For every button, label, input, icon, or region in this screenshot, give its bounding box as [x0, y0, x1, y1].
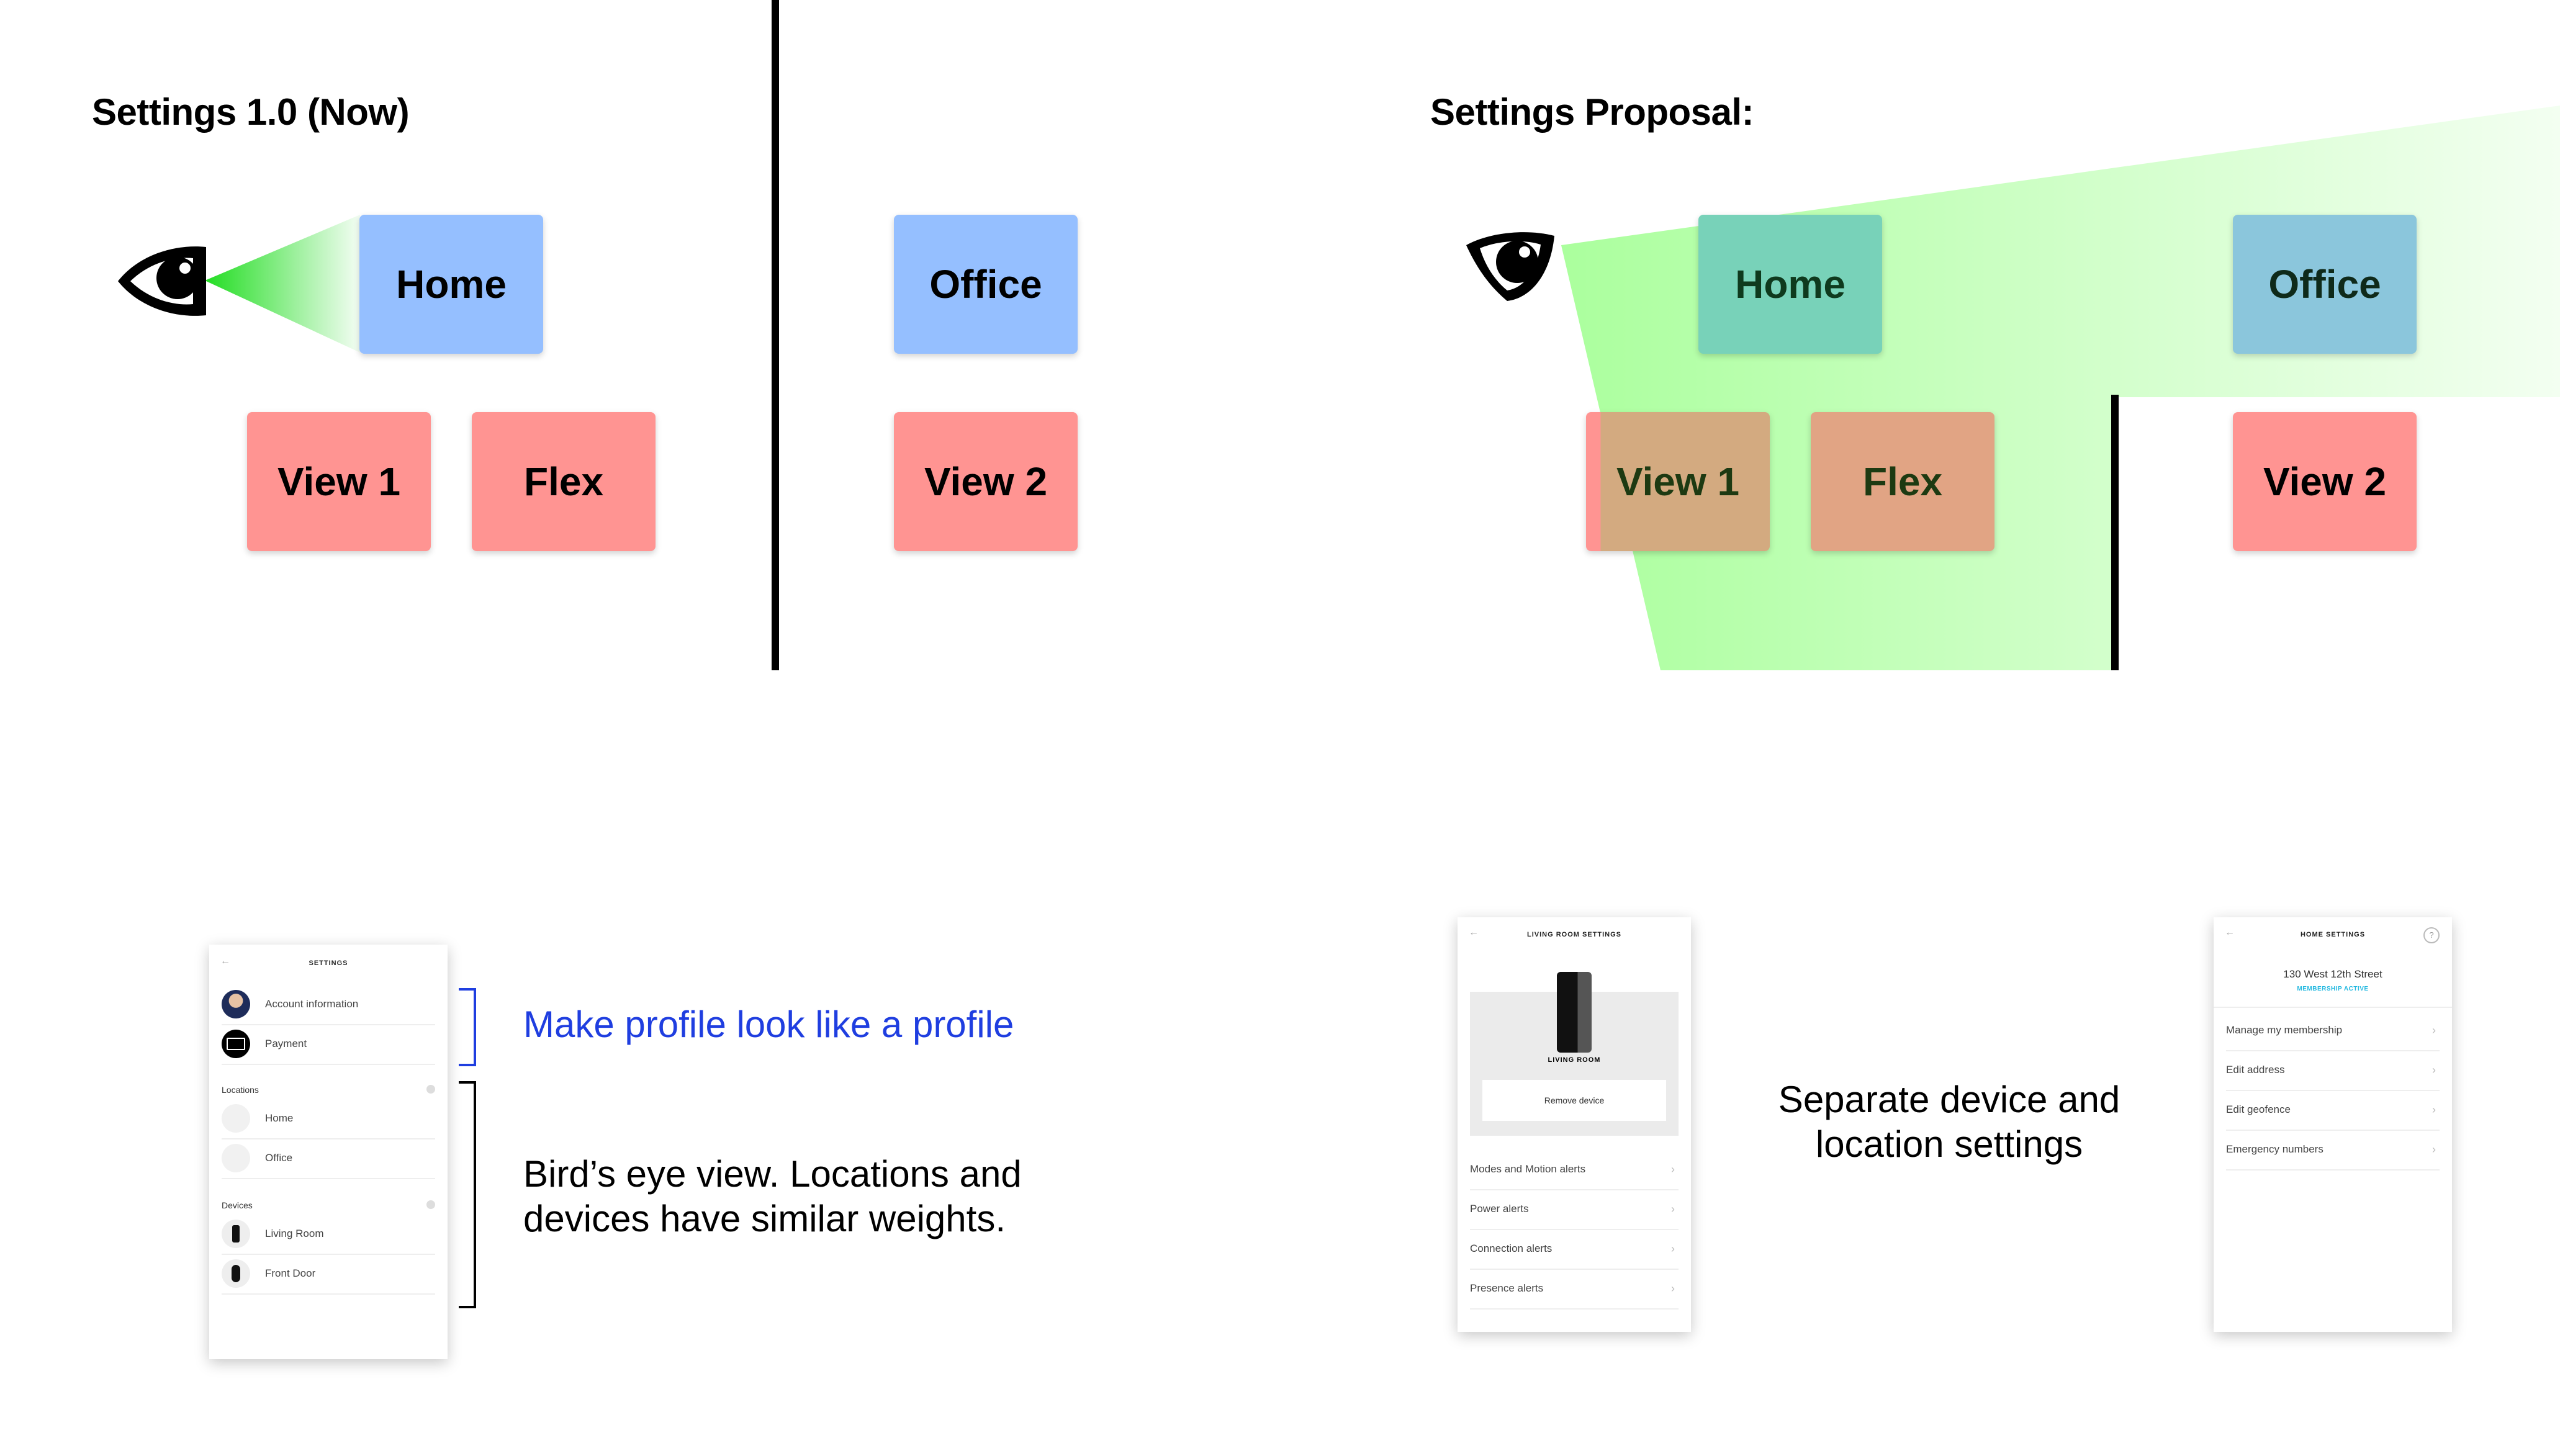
alert-row[interactable]: Connection alerts›	[1470, 1229, 1679, 1270]
home-settings-row[interactable]: Manage my membership›	[2226, 1010, 2440, 1051]
office-location-box: Office	[894, 215, 1078, 354]
payment-card-icon	[222, 1030, 250, 1058]
home-settings-row[interactable]: Emergency numbers›	[2226, 1130, 2440, 1171]
chevron-right-icon: ›	[2432, 1143, 2436, 1156]
account-information-label: Account information	[265, 998, 359, 1010]
separate-note-line: location settings	[1815, 1123, 2083, 1165]
device-front-door-row[interactable]: Front Door	[222, 1254, 435, 1295]
settings-now-title: Settings 1.0 (Now)	[92, 91, 410, 133]
profile-bracket	[459, 988, 476, 1066]
chevron-right-icon: ›	[1671, 1202, 1675, 1215]
divider-line-proposal	[2111, 395, 2119, 670]
home-settings-mockup: ← HOME SETTINGS ? 130 West 12th Street M…	[2214, 917, 2452, 1332]
eye-icon	[1466, 232, 1554, 301]
address-text: 130 West 12th Street	[2283, 968, 2382, 980]
living-room-settings-mockup: ← LIVING ROOM SETTINGS LIVING ROOM Remov…	[1458, 917, 1691, 1332]
home-settings-screen-title: HOME SETTINGS	[2300, 931, 2366, 938]
chevron-right-icon: ›	[2432, 1103, 2436, 1116]
birds-eye-note: Bird’s eye view. Locations and devices h…	[523, 1152, 1022, 1241]
home-settings-row[interactable]: Edit address›	[2226, 1050, 2440, 1091]
map-thumbnail-icon	[222, 1104, 250, 1133]
location-home-row[interactable]: Home	[222, 1099, 435, 1139]
devices-header: Devices	[222, 1200, 435, 1210]
view1-box-proposal: View 1	[1586, 412, 1770, 551]
view2-box: View 2	[894, 412, 1078, 551]
alert-row[interactable]: Power alerts›	[1470, 1189, 1679, 1230]
back-arrow-icon[interactable]: ←	[220, 956, 230, 966]
birds-eye-note-line: Bird’s eye view. Locations and	[523, 1153, 1022, 1195]
location-office-row[interactable]: Office	[222, 1138, 435, 1179]
view2-box-proposal: View 2	[2233, 412, 2417, 551]
living-room-screen-title: LIVING ROOM SETTINGS	[1526, 931, 1621, 938]
add-location-icon[interactable]	[426, 1085, 435, 1094]
camera-device-icon	[222, 1259, 250, 1288]
flex-box-proposal: Flex	[1811, 412, 1994, 551]
device-label: Front Door	[265, 1267, 316, 1279]
device-label: LIVING ROOM	[1548, 1056, 1601, 1064]
back-arrow-icon[interactable]: ←	[1469, 927, 1479, 938]
payment-row[interactable]: Payment	[222, 1024, 435, 1065]
home-location-box: Home	[359, 215, 543, 354]
settings-screen-title: SETTINGS	[309, 959, 348, 967]
view1-box: View 1	[247, 412, 431, 551]
account-information-row[interactable]: Account information	[222, 984, 435, 1025]
camera-device-icon	[1557, 972, 1592, 1053]
right-vision-cone	[1561, 106, 2560, 670]
help-icon[interactable]: ?	[2423, 927, 2440, 943]
membership-status-badge: MEMBERSHIP ACTIVE	[2297, 986, 2369, 992]
payment-label: Payment	[265, 1038, 307, 1049]
alert-row[interactable]: Modes and Motion alerts›	[1470, 1149, 1679, 1190]
locations-header: Locations	[222, 1085, 435, 1095]
avatar	[222, 990, 250, 1018]
remove-device-button[interactable]: Remove device	[1482, 1080, 1666, 1121]
birds-eye-note-line: devices have similar weights.	[523, 1198, 1006, 1239]
chevron-right-icon: ›	[1671, 1162, 1675, 1175]
location-label: Office	[265, 1152, 293, 1164]
location-label: Home	[265, 1112, 294, 1124]
left-vision-cone	[205, 215, 360, 353]
separate-note-line: Separate device and	[1778, 1079, 2121, 1120]
device-label: Living Room	[265, 1228, 324, 1239]
device-hero-panel: LIVING ROOM Remove device	[1470, 972, 1679, 1136]
birds-eye-bracket	[459, 1081, 476, 1308]
divider	[2214, 1007, 2452, 1008]
chevron-right-icon: ›	[2432, 1063, 2436, 1076]
chevron-right-icon: ›	[1671, 1282, 1675, 1295]
office-location-box-proposal: Office	[2233, 215, 2417, 354]
eye-icon	[118, 246, 206, 316]
separate-settings-note: Separate device and location settings	[1732, 1077, 2166, 1167]
view1-label: View 1	[1616, 459, 1740, 504]
chevron-right-icon: ›	[1671, 1242, 1675, 1255]
settings-proposal-title: Settings Proposal:	[1430, 91, 1754, 133]
camera-device-icon	[222, 1220, 250, 1248]
alert-row[interactable]: Presence alerts›	[1470, 1269, 1679, 1310]
home-location-box-proposal: Home	[1698, 215, 1882, 354]
chevron-right-icon: ›	[2432, 1023, 2436, 1036]
map-thumbnail-icon	[222, 1144, 250, 1172]
device-living-room-row[interactable]: Living Room	[222, 1214, 435, 1255]
add-device-icon[interactable]	[426, 1200, 435, 1209]
back-arrow-icon[interactable]: ←	[2225, 927, 2235, 938]
profile-note: Make profile look like a profile	[523, 1004, 1014, 1045]
settings-screen-mockup: ← SETTINGS Account information Payment L…	[209, 945, 448, 1359]
divider-line	[772, 0, 779, 670]
flex-box: Flex	[472, 412, 656, 551]
home-settings-row[interactable]: Edit geofence›	[2226, 1090, 2440, 1131]
